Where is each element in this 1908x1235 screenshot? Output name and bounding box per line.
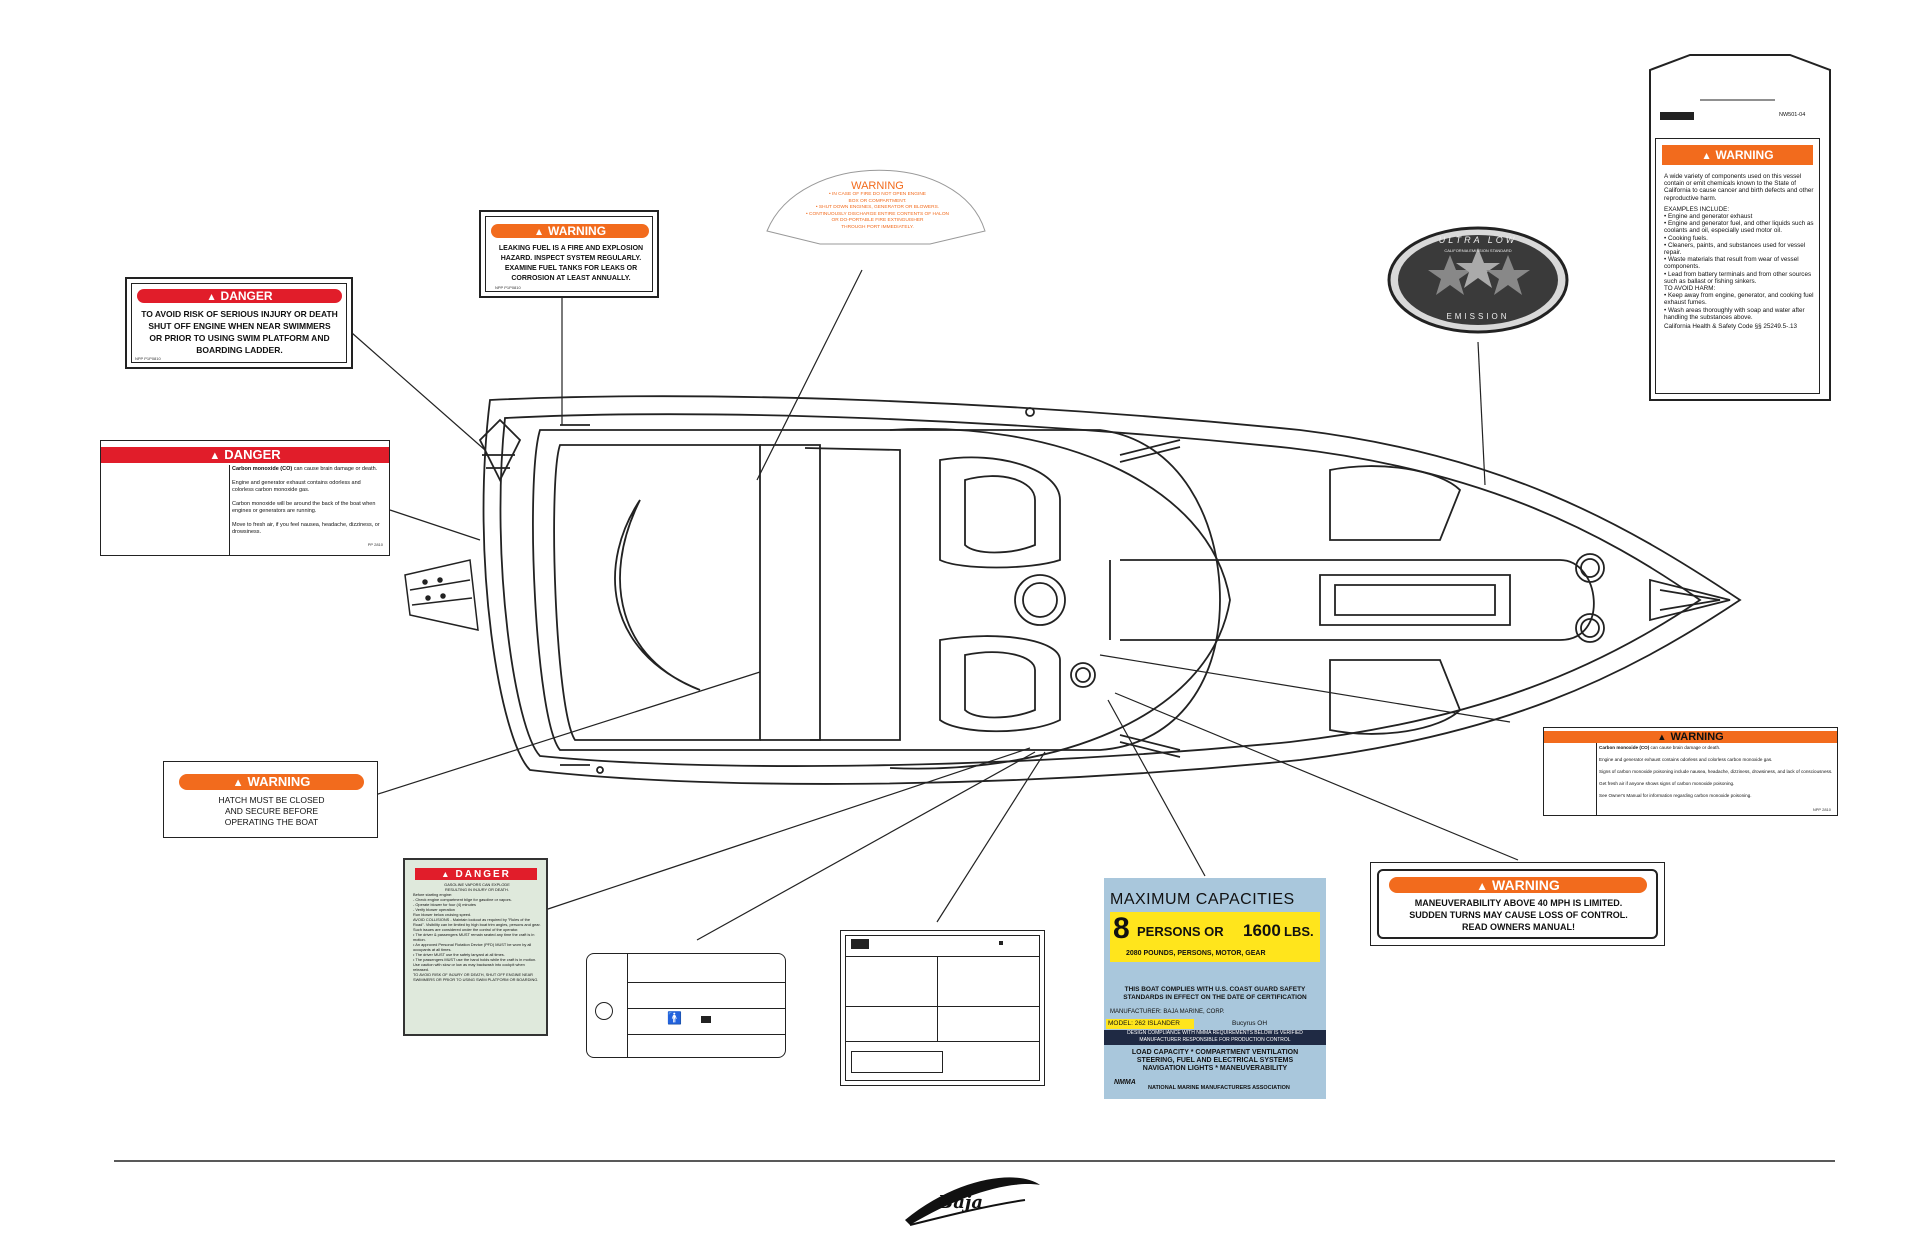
danger-co-text: Carbon monoxide (CO) can cause brain dam… [232, 466, 380, 535]
warning-fuel-decal: ▲WARNING LEAKING FUEL IS A FIRE AND EXPL… [479, 210, 659, 298]
capacity-plate: MAXIMUM CAPACITIES 8 PERSONS OR 1600 LBS… [1104, 878, 1326, 1099]
warning-co2-header: ▲WARNING [1544, 731, 1837, 743]
capacity-sub: 2080 POUNDS, PERSONS, MOTOR, GEAR [1126, 950, 1266, 957]
warning-maneuver-text: MANEUVERABILITY ABOVE 40 MPH IS LIMITED.… [1409, 898, 1628, 932]
capacity-title: MAXIMUM CAPACITIES [1110, 891, 1295, 908]
danger-swim-decal: ▲DANGER TO AVOID RISK OF SERIOUS INJURY … [125, 277, 353, 369]
danger-swim-header: ▲DANGER [137, 289, 342, 303]
ca-warning-box: ▲WARNING A wide variety of components us… [1655, 138, 1820, 394]
emission-badge: ULTRA LOW CALIFORNIA EMISSION STANDARD E… [1389, 228, 1567, 332]
capacity-design: DESIGN COMPLIANCE WITH NMMA REQUIREMENTS… [1104, 1030, 1326, 1045]
danger-gasoline-text: GASOLINE VAPORS CAN EXPLODE RESULTING IN… [413, 882, 541, 982]
nmma-logo: NMMA [1114, 1079, 1136, 1086]
ca-warning-text: A wide variety of components used on thi… [1664, 173, 1814, 331]
warning-fire-text: • IN CASE OF FIRE DO NOT OPEN ENGINE BOX… [805, 192, 950, 230]
baja-logo: Baja [938, 1192, 984, 1213]
warning-maneuver-header: ▲WARNING [1389, 877, 1647, 893]
danger-co-header: ▲DANGER [101, 447, 389, 463]
boat-hull [478, 395, 1742, 785]
warning-fire-header: WARNING [851, 180, 904, 192]
gear-weight-icon [701, 1016, 711, 1023]
person-icon: 🚹 [667, 1011, 682, 1025]
warning-co2-text: Carbon monoxide (CO) can cause brain dam… [1599, 745, 1833, 798]
placard-hole [595, 1002, 613, 1020]
capacity-model: MODEL: 262 ISLANDER [1108, 1020, 1180, 1027]
danger-co-decal: ▲DANGER Carbon monoxide (CO) can cause b… [100, 440, 390, 556]
warning-fuel-header: ▲WARNING [491, 224, 649, 238]
danger-gasoline-header: ▲DANGER [415, 868, 537, 880]
capacity-lbs-num: 1600 [1243, 921, 1281, 940]
warning-fuel-code: NPP P1P0810 [495, 285, 521, 290]
emission-badge-shape [1387, 226, 1569, 334]
danger-swim-text: TO AVOID RISK OF SERIOUS INJURY OR DEATH… [141, 309, 338, 355]
capacity-manufacturer: MANUFACTURER: BAJA MARINE, CORP. [1110, 1009, 1225, 1015]
warning-hatch-text: HATCH MUST BE CLOSED AND SECURE BEFORE O… [218, 795, 325, 827]
warning-co2-code: NPP 2810 [1812, 807, 1831, 812]
warning-fuel-text: LEAKING FUEL IS A FIRE AND EXPLOSION HAZ… [498, 245, 644, 282]
emission-bottom: EMISSION [1446, 312, 1510, 321]
capacity-persons-text: PERSONS OR [1137, 924, 1224, 939]
danger-co-code: PP 2810 [367, 542, 383, 547]
capacity-comply: THIS BOAT COMPLIES WITH U.S. COAST GUARD… [1123, 986, 1307, 1001]
capacity-lbs-text: LBS. [1284, 924, 1314, 939]
leader-lines [351, 269, 1519, 941]
ca-tag-code: NW501-04 [1779, 112, 1806, 118]
ca-warning-header: ▲WARNING [1662, 145, 1813, 165]
capacity-assoc: NATIONAL MARINE MANUFACTURERS ASSOCIATIO… [1148, 1085, 1290, 1091]
warning-co2-decal: ▲WARNING Carbon monoxide (CO) can cause … [1543, 727, 1838, 816]
canada-flag-icon [851, 939, 869, 949]
danger-swim-code: NPP P1P0810 [135, 356, 161, 361]
baja-mini-logo-shape [1660, 112, 1694, 120]
power-placard-decal: 🚹 [586, 953, 786, 1058]
emission-ring: CALIFORNIA EMISSION STANDARD [1444, 248, 1512, 253]
warning-hatch-decal: ▲WARNING HATCH MUST BE CLOSED AND SECURE… [163, 761, 378, 838]
warning-fire-decal: WARNING • IN CASE OF FIRE DO NOT OPEN EN… [770, 180, 985, 244]
emission-top: ULTRA LOW [1438, 235, 1518, 245]
fire-warning-arch [766, 169, 986, 245]
capacity-location: Bucyrus OH [1232, 1020, 1268, 1027]
danger-gasoline-decal: ▲DANGER GASOLINE VAPORS CAN EXPLODE RESU… [403, 858, 548, 1036]
warning-hatch-header: ▲WARNING [179, 774, 364, 790]
swim-platform [404, 559, 479, 631]
warning-maneuver-decal: ▲WARNING MANEUVERABILITY ABOVE 40 MPH IS… [1370, 862, 1665, 946]
capacity-systems: LOAD CAPACITY * COMPARTMENT VENTILATION … [1131, 1049, 1299, 1072]
capacity-persons-num: 8 [1113, 912, 1130, 945]
baja-logo-swoosh [905, 1177, 1040, 1226]
canada-placard-decal [840, 930, 1045, 1086]
